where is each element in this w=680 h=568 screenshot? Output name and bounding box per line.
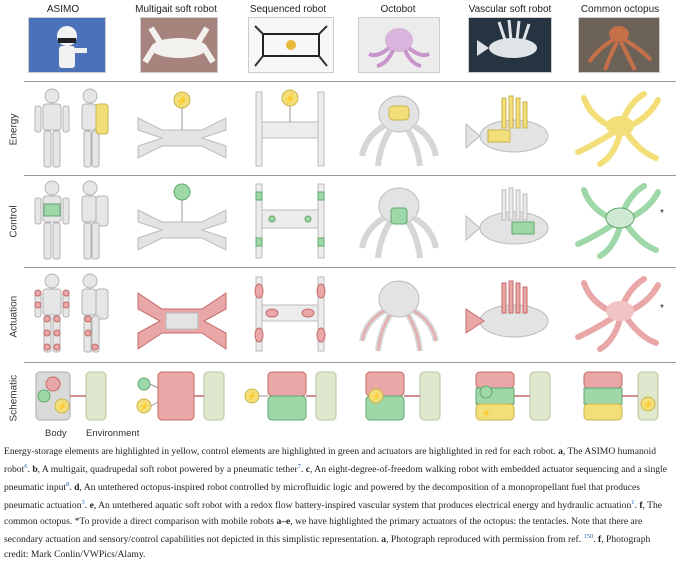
svg-text:⚡: ⚡ <box>139 401 149 411</box>
control-octobot <box>359 187 439 259</box>
photo-sequenced <box>248 17 334 73</box>
row-divider-actuation <box>24 362 676 363</box>
photo-octobot <box>358 17 440 73</box>
photo-multigait <box>140 17 218 73</box>
energy-asimo <box>34 88 109 168</box>
actuation-octobot <box>359 280 439 352</box>
svg-text:⚡: ⚡ <box>481 408 491 418</box>
photo-vascular <box>468 17 552 73</box>
schematic-octopus: ⚡ <box>583 371 659 421</box>
energy-multigait: ⚡ <box>137 91 227 159</box>
control-asimo <box>34 180 109 260</box>
schematic-vascular: ⚡ <box>475 371 551 421</box>
ref-link[interactable]: 8 <box>66 481 70 489</box>
ref-link[interactable]: 3 <box>81 499 85 507</box>
schematic-asimo: ⚡ <box>35 371 107 421</box>
actuation-vascular <box>465 280 549 338</box>
ref-link[interactable]: 150 <box>583 532 594 540</box>
control-multigait <box>137 183 227 251</box>
photo-asimo <box>28 17 106 73</box>
actuation-sequenced <box>254 276 326 352</box>
ref-link[interactable]: 7 <box>297 463 301 470</box>
actuation-octopus: * <box>575 276 664 352</box>
svg-text:⚡: ⚡ <box>371 391 381 401</box>
schematic-body-label: Body <box>45 428 67 439</box>
schematic-environment-label: Environment <box>86 428 140 439</box>
column-header-sequenced: Sequenced robot <box>249 4 327 15</box>
ref-link[interactable]: 1 <box>631 499 635 507</box>
svg-text:⚡: ⚡ <box>643 399 653 409</box>
ref-link[interactable]: 6 <box>24 463 28 470</box>
row-divider-top <box>24 81 676 82</box>
svg-text:⚡: ⚡ <box>57 401 67 411</box>
schematic-multigait: ⚡ <box>136 371 225 421</box>
row-divider-energy <box>24 175 676 176</box>
actuation-asimo <box>34 273 109 353</box>
svg-text:⚡: ⚡ <box>247 391 257 401</box>
control-sequenced <box>255 183 325 259</box>
asterisk-actuation: * <box>660 303 664 314</box>
photo-octopus <box>578 17 660 73</box>
energy-sequenced: ⚡ <box>255 89 325 167</box>
figure-caption: Energy-storage elements are highlighted … <box>4 446 667 560</box>
column-header-asimo: ASIMO <box>46 4 80 15</box>
control-vascular <box>465 187 549 245</box>
energy-octopus <box>575 91 661 167</box>
column-header-octobot: Octobot <box>380 4 416 15</box>
column-header-vascular: Vascular soft robot <box>468 4 552 15</box>
energy-octobot <box>359 95 439 167</box>
energy-vascular <box>465 95 549 153</box>
svg-text:⚡: ⚡ <box>176 94 188 107</box>
column-header-octopus: Common octopus <box>580 4 660 15</box>
svg-text:⚡: ⚡ <box>284 92 296 105</box>
actuation-multigait <box>137 292 227 350</box>
asterisk-control: * <box>660 208 664 219</box>
schematic-octobot: ⚡ <box>365 371 441 421</box>
control-octopus: * <box>575 183 664 259</box>
column-header-multigait: Multigait soft robot <box>135 4 217 15</box>
row-divider-control <box>24 267 676 268</box>
schematic-sequenced: ⚡ <box>244 371 337 421</box>
